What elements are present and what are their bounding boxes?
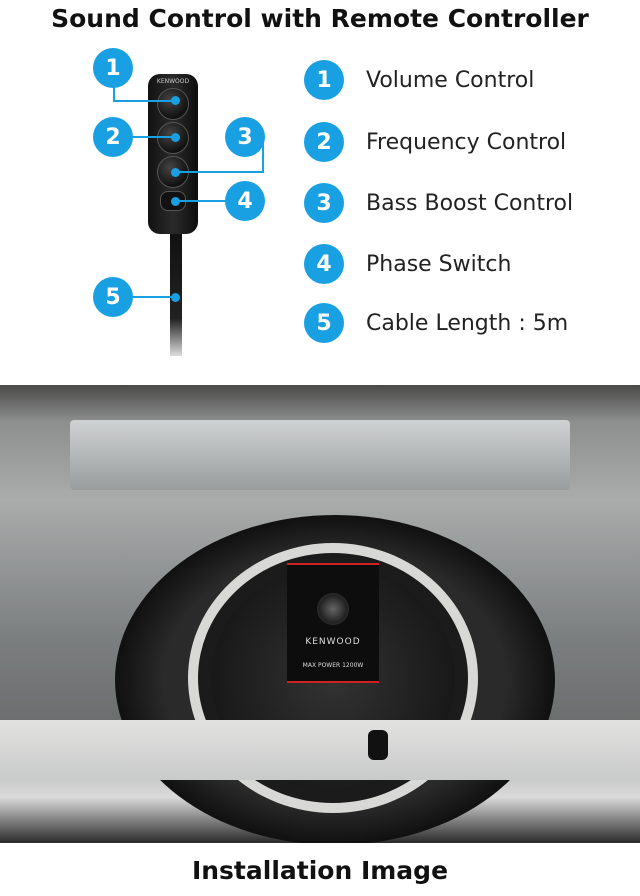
callout-2: 2 — [93, 117, 133, 157]
feature-item: 4 Phase Switch — [304, 244, 511, 284]
number-badge: 3 — [304, 183, 344, 223]
feature-item: 5 Cable Length : 5m — [304, 303, 568, 343]
callout-4: 4 — [225, 181, 265, 221]
trunk-sill — [0, 720, 640, 780]
callout-1: 1 — [93, 48, 133, 88]
feature-item: 3 Bass Boost Control — [304, 183, 573, 223]
number-badge: 2 — [304, 122, 344, 162]
feature-item: 2 Frequency Control — [304, 122, 566, 162]
feature-label: Bass Boost Control — [366, 190, 574, 216]
installation-photo: KENWOOD MAX POWER 1200W — [0, 385, 640, 843]
number-badge: 5 — [304, 303, 344, 343]
feature-label: Frequency Control — [366, 129, 567, 155]
feature-item: 1 Volume Control — [304, 60, 534, 100]
feature-label: Phase Switch — [366, 251, 512, 277]
page-title: Sound Control with Remote Controller — [51, 4, 589, 33]
subwoofer-cone — [317, 593, 349, 625]
callout-3: 3 — [225, 117, 265, 157]
number-badge: 1 — [304, 60, 344, 100]
feature-label: Volume Control — [366, 67, 535, 93]
frequency-knob — [157, 122, 189, 154]
trunk-latch — [368, 730, 388, 760]
photo-caption: Installation Image — [191, 856, 449, 885]
subwoofer-brand: KENWOOD — [305, 637, 361, 647]
remote-controller: KENWOOD — [148, 74, 198, 234]
number-badge: 4 — [304, 244, 344, 284]
subwoofer-label: KENWOOD MAX POWER 1200W — [287, 563, 379, 683]
callout-5: 5 — [93, 277, 133, 317]
feature-label: Cable Length : 5m — [366, 310, 569, 336]
trunk-panel — [70, 420, 570, 490]
subwoofer-power: MAX POWER 1200W — [302, 662, 364, 669]
remote-brand: KENWOOD — [156, 78, 190, 85]
